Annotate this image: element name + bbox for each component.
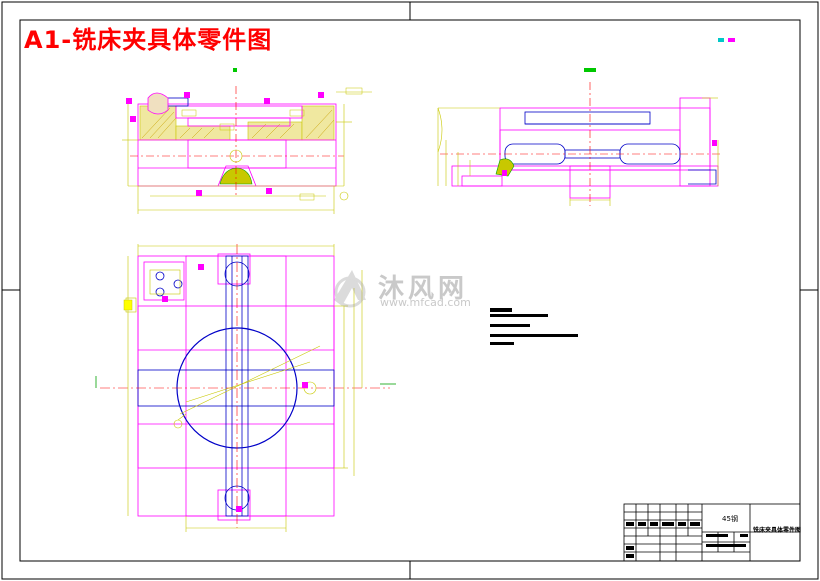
technical-requirements: [490, 308, 578, 345]
watermark-brand: 沐风网: [378, 274, 469, 304]
view-marker-top-right: [718, 38, 735, 42]
side-section-view: [437, 82, 720, 206]
view-marker-side: [584, 68, 596, 72]
title-block: [623, 503, 801, 562]
section-hatch: [139, 105, 335, 141]
front-section-view: [122, 86, 372, 214]
view-marker-main: [233, 68, 237, 72]
title-block-part-name: 铣床夹具体零件图: [752, 527, 801, 534]
watermark-logo: [334, 270, 366, 308]
watermark-url: www.mfcad.com: [380, 296, 471, 309]
title-block-fills: [626, 522, 748, 558]
drawing-title: A1-铣床夹具体零件图: [24, 26, 273, 54]
title-block-material: 45钢: [722, 515, 738, 523]
plan-view: [95, 244, 396, 532]
